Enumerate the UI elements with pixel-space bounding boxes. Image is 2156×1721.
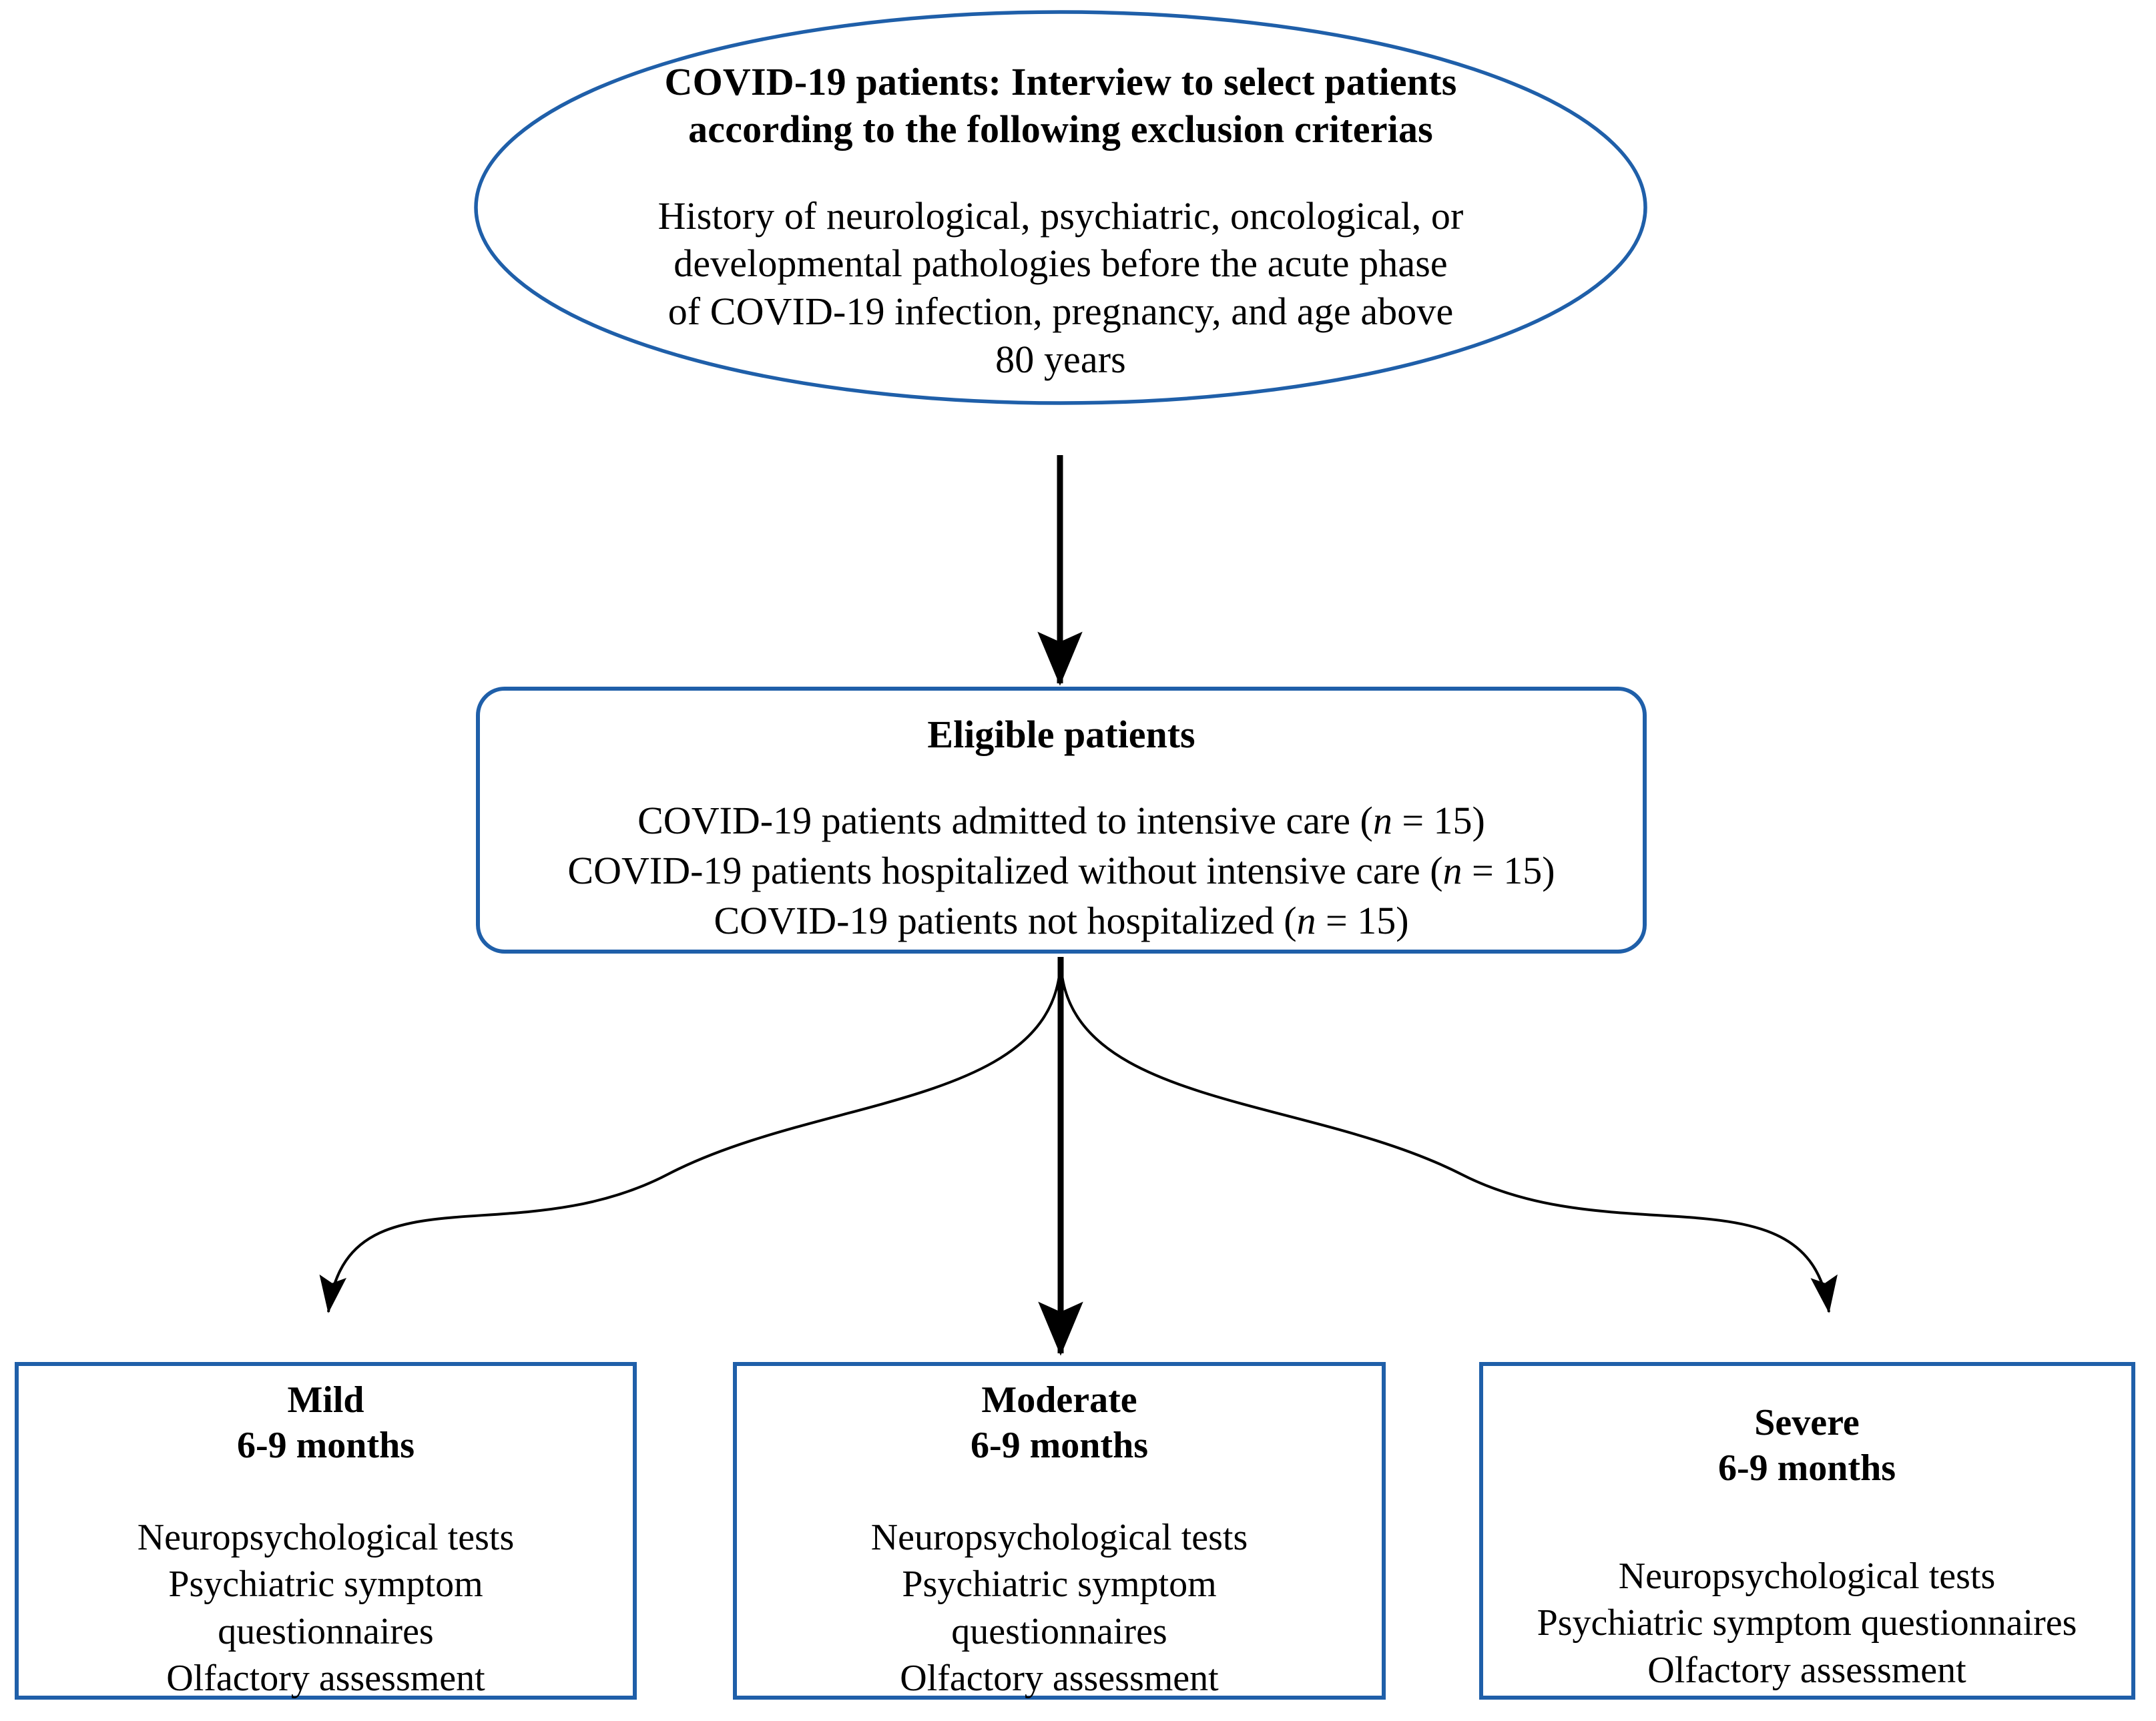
- moderate-assessment-item: Olfactory assessment: [900, 1658, 1219, 1700]
- eligible-row-2-count: = 15): [1462, 848, 1555, 892]
- moderate-assessment-list: Neuropsychological tests Psychiatric sym…: [737, 1514, 1382, 1702]
- eligible-title: Eligible patients: [927, 713, 1195, 756]
- mild-severity-label: Mild: [287, 1379, 364, 1421]
- severe-assessment-item: Olfactory assessment: [1647, 1649, 1966, 1691]
- severe-assessment-item: Neuropsychological tests: [1618, 1555, 1996, 1597]
- connector-eligible-to-mild: [319, 956, 1062, 1313]
- eligible-row-3-n-symbol: n: [1296, 899, 1316, 943]
- eligible-group-row: COVID-19 patients hospitalized without i…: [494, 845, 1629, 896]
- moderate-heading: Moderate 6-9 months: [737, 1377, 1382, 1469]
- screening-title-line-2: according to the following exclusion cri…: [688, 107, 1433, 151]
- severe-heading: Severe 6-9 months: [1483, 1400, 2131, 1491]
- screening-body-line-1: History of neurological, psychiatric, on…: [657, 194, 1464, 238]
- eligible-row-3-count: = 15): [1316, 899, 1409, 943]
- connector-eligible-to-severe: [1059, 956, 1838, 1313]
- screening-exclusion-criteria: History of neurological, psychiatric, on…: [507, 192, 1614, 384]
- moderate-followup-label: 6-9 months: [970, 1425, 1149, 1467]
- eligible-group-row: COVID-19 patients not hospitalized (n = …: [494, 896, 1629, 946]
- severe-followup-label: 6-9 months: [1717, 1447, 1896, 1489]
- eligible-group-row: COVID-19 patients admitted to intensive …: [494, 795, 1629, 845]
- eligible-row-1-count: = 15): [1392, 798, 1485, 842]
- mild-heading: Mild 6-9 months: [20, 1377, 631, 1469]
- severe-assessment-list: Neuropsychological tests Psychiatric sym…: [1483, 1553, 2131, 1694]
- mild-assessment-list: Neuropsychological tests Psychiatric sym…: [20, 1514, 631, 1702]
- eligible-row-1-text: COVID-19 patients admitted to intensive …: [637, 798, 1373, 842]
- eligible-node: Eligible patients COVID-19 patients admi…: [494, 711, 1629, 946]
- severe-severity-label: Severe: [1754, 1402, 1860, 1443]
- mild-assessment-item: Neuropsychological tests: [137, 1516, 515, 1558]
- mild-node: Mild 6-9 months Neuropsychological tests…: [20, 1377, 631, 1702]
- screening-title: COVID-19 patients: Interview to select p…: [507, 59, 1614, 153]
- screening-body-line-4: 80 years: [995, 338, 1126, 382]
- moderate-assessment-item: Psychiatric symptom: [902, 1564, 1217, 1606]
- severe-node: Severe 6-9 months Neuropsychological tes…: [1483, 1400, 2131, 1694]
- eligible-row-2-n-symbol: n: [1442, 848, 1462, 892]
- eligible-row-3-text: COVID-19 patients not hospitalized (: [714, 899, 1297, 943]
- eligible-row-2-text: COVID-19 patients hospitalized without i…: [567, 848, 1443, 892]
- eligible-group-list: COVID-19 patients admitted to intensive …: [494, 795, 1629, 946]
- screening-body-line-3: of COVID-19 infection, pregnancy, and ag…: [667, 290, 1454, 334]
- severe-assessment-item: Psychiatric symptom questionnaires: [1537, 1602, 2077, 1644]
- moderate-node: Moderate 6-9 months Neuropsychological t…: [737, 1377, 1382, 1702]
- screening-title-line-1: COVID-19 patients: Interview to select p…: [664, 60, 1457, 103]
- moderate-assessment-item: Neuropsychological tests: [870, 1516, 1248, 1558]
- mild-assessment-item: Olfactory assessment: [166, 1658, 485, 1700]
- mild-followup-label: 6-9 months: [236, 1425, 415, 1467]
- moderate-severity-label: Moderate: [981, 1379, 1137, 1421]
- mild-assessment-item: Psychiatric symptom: [168, 1564, 483, 1606]
- mild-assessment-item: questionnaires: [218, 1610, 434, 1652]
- eligible-row-1-n-symbol: n: [1372, 798, 1392, 842]
- moderate-assessment-item: questionnaires: [951, 1610, 1167, 1652]
- screening-body-line-2: developmental pathologies before the acu…: [673, 242, 1448, 286]
- screening-node: COVID-19 patients: Interview to select p…: [507, 59, 1614, 384]
